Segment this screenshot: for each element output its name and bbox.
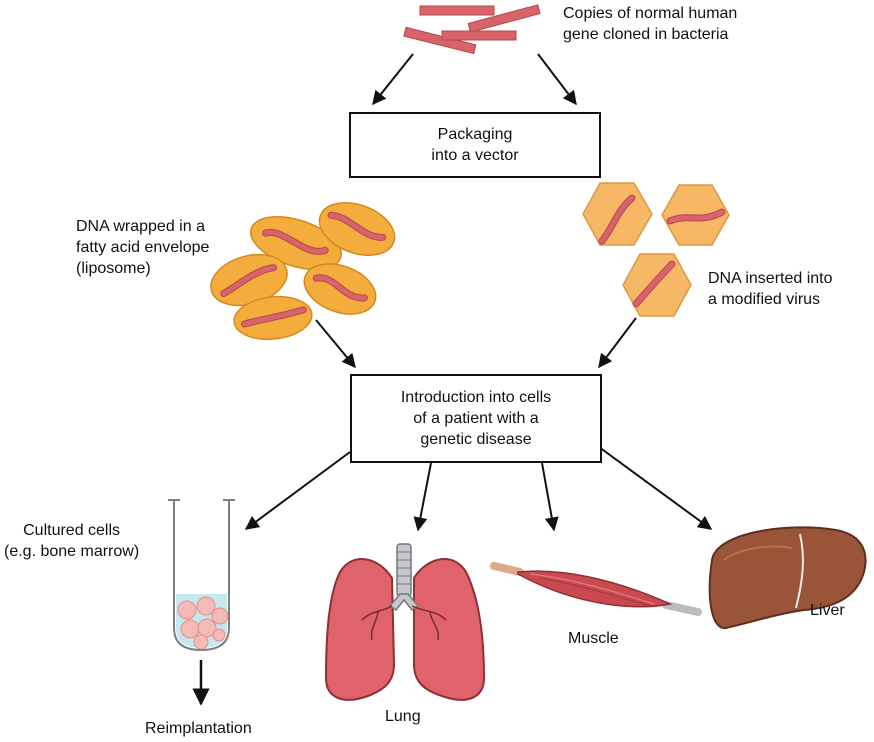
arrow-strands-to-packaging-right	[537, 53, 577, 106]
test-tube-icon	[168, 499, 235, 652]
liver-icon	[708, 526, 867, 630]
virus-label: DNA inserted into a modified virus	[708, 270, 833, 308]
lung-icon	[324, 543, 486, 701]
arrow-to-cultured-cells	[244, 451, 351, 530]
cloned-dna-strands	[403, 4, 541, 55]
liposome-label: DNA wrapped in a fatty acid envelope (li…	[76, 218, 210, 277]
arrow-to-muscle	[541, 462, 559, 532]
arrow-liposome-to-introduction	[315, 319, 356, 369]
arrow-virus-to-introduction	[598, 317, 637, 369]
virus-group	[582, 182, 730, 317]
gene-copies-label: Copies of normal human gene cloned in ba…	[563, 5, 738, 43]
arrow-to-lung	[413, 462, 432, 532]
muscle-icon	[490, 562, 702, 616]
lung-label: Lung	[385, 708, 421, 725]
introduction-box: Introduction into cells of a patient wit…	[350, 374, 602, 463]
reimplantation-label: Reimplantation	[145, 720, 252, 737]
cultured-cells-label: Cultured cells (e.g. bone marrow)	[4, 522, 140, 560]
liver-label: Liver	[810, 602, 845, 619]
arrow-strands-to-packaging-left	[372, 53, 414, 106]
muscle-label: Muscle	[568, 630, 619, 647]
arrow-to-liver	[598, 446, 713, 530]
packaging-box: Packaging into a vector	[349, 112, 601, 178]
liposome-group	[210, 202, 396, 341]
